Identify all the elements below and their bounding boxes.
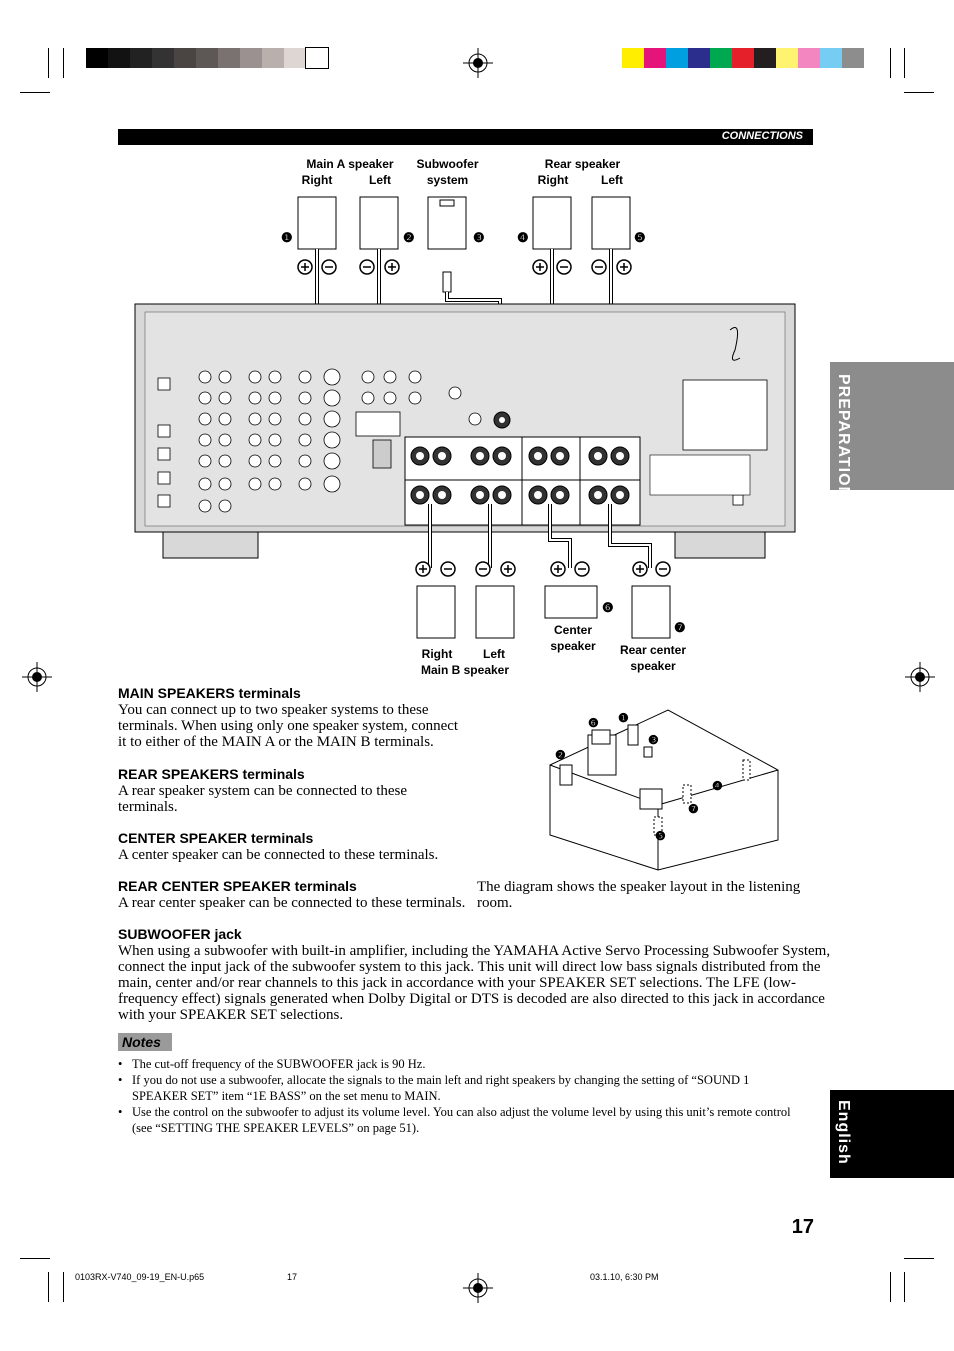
preparation-tab-label: PREPARATION [835,374,852,500]
label-main-b: Main B speaker [420,663,510,677]
crop-mark [890,48,891,78]
heading-center-speaker: CENTER SPEAKER terminals [118,830,314,846]
section-header-bar: CONNECTIONS [118,129,813,145]
label-right-b: Right [421,647,453,661]
calibration-swatch [108,48,130,68]
speaker-connection-diagram [134,196,796,639]
text-main-speakers: You can connect up to two speaker system… [118,702,459,750]
speaker-number-6: ❻ [602,600,614,615]
calibration-swatch [262,48,284,68]
note-item: •The cut-off frequency of the SUBWOOFER … [118,1057,426,1071]
crop-mark [904,1272,905,1302]
label-left-1: Left [369,173,391,187]
calibration-swatch [688,48,710,68]
calibration-swatch [820,48,842,68]
calibration-swatch [130,48,152,68]
label-center-speaker: speaker [550,639,596,653]
note-item: •If you do not use a subwoofer, allocate… [118,1073,750,1103]
heading-main-speakers: MAIN SPEAKERS terminals [118,685,301,701]
calibration-swatch [622,48,644,68]
calibration-swatch [666,48,688,68]
heading-rear-center-speaker: REAR CENTER SPEAKER terminals [118,878,357,894]
room-number-7: ❼ [688,802,699,816]
label-rear-speaker: Rear speaker [544,157,621,171]
calibration-swatch [196,48,218,68]
room-number-5: ❺ [655,829,666,843]
calibration-swatch [152,48,174,68]
registration-mark-icon [463,48,493,78]
crop-mark [48,1272,49,1302]
registration-mark-icon [905,662,935,692]
speaker-number-1: ❶ [281,230,293,245]
calibration-swatch [240,48,262,68]
label-rear-center: Rear center [619,643,687,657]
preparation-tab: PREPARATION [830,362,954,499]
calibration-swatch [776,48,798,68]
crop-mark [904,92,934,93]
crop-mark [63,1272,64,1302]
crop-mark [20,1258,50,1259]
room-number-4: ❹ [712,779,723,793]
calibration-swatch [174,48,196,68]
english-tab-label: English [835,1100,852,1165]
footer-filename: 0103RX-V740_09-19_EN-U.p65 [75,1272,205,1282]
crop-mark [904,48,905,78]
room-layout-diagram [549,709,779,871]
label-system: system [426,173,469,187]
speaker-number-4: ❹ [517,230,529,245]
room-caption: The diagram shows the speaker layout in … [477,879,801,911]
heading-rear-speakers: REAR SPEAKERS terminals [118,766,305,782]
calibration-swatch [644,48,666,68]
room-number-2: ❷ [555,748,566,762]
calibration-swatch [305,47,329,69]
calibration-swatch [710,48,732,68]
calibration-swatch [798,48,820,68]
crop-mark [890,1272,891,1302]
text-rear-center-speaker: A rear center speaker can be connected t… [118,895,466,911]
label-main-a: Main A speaker [306,157,394,171]
room-number-3: ❸ [648,733,659,747]
calibration-swatch [732,48,754,68]
registration-mark-icon [463,1273,493,1303]
room-number-1: ❶ [618,711,629,725]
note-item: •Use the control on the subwoofer to adj… [118,1105,791,1135]
crop-mark [904,1258,934,1259]
label-right-2: Right [537,173,569,187]
section-header-label: CONNECTIONS [721,130,803,142]
speaker-number-5: ❺ [634,230,646,245]
heading-subwoofer: SUBWOOFER jack [118,926,242,942]
room-number-6: ❻ [588,716,599,730]
calibration-swatch [842,48,864,68]
crop-mark [48,48,49,78]
calibration-swatch [284,48,306,68]
crop-mark [20,92,50,93]
notes-title: Notes [118,1033,172,1051]
speaker-number-2: ❷ [403,230,415,245]
calibration-swatch [86,48,108,68]
calibration-swatch [218,48,240,68]
label-subwoofer: Subwoofer [416,157,479,171]
calibration-swatch [754,48,776,68]
label-center: Center [553,623,592,637]
english-tab: English [830,1090,954,1178]
text-rear-speakers: A rear speaker system can be connected t… [118,783,408,815]
footer-date: 03.1.10, 6:30 PM [590,1272,659,1282]
label-rear-center-speaker: speaker [630,659,676,673]
page-number: 17 [791,1216,814,1238]
registration-mark-icon [22,662,52,692]
speaker-number-3: ❸ [473,230,485,245]
crop-mark [63,48,64,78]
text-subwoofer: When using a subwoofer with built-in amp… [118,943,831,1023]
text-center-speaker: A center speaker can be connected to the… [118,847,439,863]
label-right-1: Right [301,173,333,187]
footer-page: 17 [287,1272,298,1282]
label-left-2: Left [601,173,623,187]
label-left-b: Left [483,647,505,661]
speaker-number-7: ❼ [674,620,686,635]
